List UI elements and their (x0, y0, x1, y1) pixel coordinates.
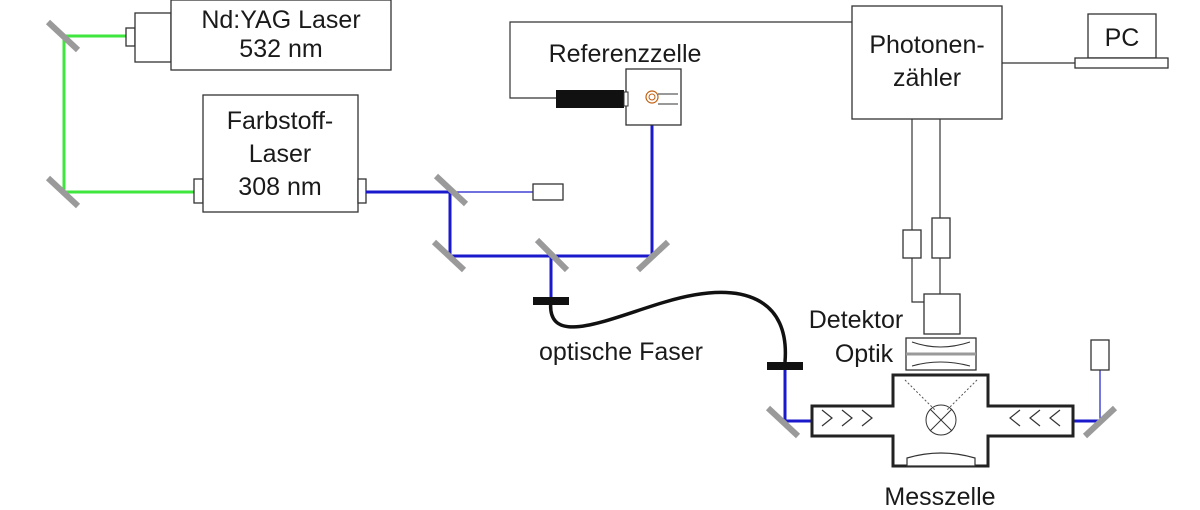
mirror-green-top (45, 19, 81, 53)
optics-label: Optik (835, 340, 894, 368)
mirror-2 (431, 239, 467, 273)
dye-label-line3: 308 nm (238, 173, 321, 201)
resistor-1 (902, 229, 922, 259)
mirror-green-bottom (45, 175, 81, 209)
fiber-coupler-top (533, 297, 569, 305)
pc-label: PC (1105, 24, 1140, 52)
blue-beam-main (366, 120, 654, 258)
measurement-cell-label: Messzelle (884, 483, 995, 510)
ndyag-laser: Nd:YAG Laser 532 nm (125, 0, 392, 71)
measurement-cell: Messzelle (810, 373, 1075, 510)
photon-counter-label-line1: Photonen- (869, 31, 984, 59)
wire-reference-to-counter (509, 21, 852, 99)
monitor-detector (1090, 339, 1110, 371)
fiber-coupler-bottom (767, 362, 803, 370)
mirror-3 (635, 239, 671, 273)
mirror-cell-left (765, 405, 801, 439)
dye-label-line1: Farbstoff- (227, 107, 334, 135)
reference-cell-label: Referenzzelle (549, 40, 702, 68)
green-beam (62, 34, 194, 194)
reference-pmt (556, 90, 624, 108)
photon-counter-label-line2: zähler (893, 64, 961, 92)
ndyag-label-line2: 532 nm (239, 35, 322, 63)
pc: PC (1074, 13, 1169, 69)
fiber-label: optische Faser (539, 338, 703, 366)
mirror-cell-right (1082, 405, 1118, 439)
detector-label: Detektor (809, 306, 903, 334)
resistor-2 (931, 217, 951, 259)
detector: Detektor Optik (809, 293, 977, 371)
reference-cell: Referenzzelle (549, 40, 702, 126)
mirror-1 (433, 173, 469, 207)
dye-laser: Farbstoff- Laser 308 nm (193, 94, 367, 213)
beam-splitter (534, 237, 570, 273)
wire-detector-3 (911, 258, 924, 303)
pickoff-detector (532, 183, 564, 201)
optical-fiber (549, 290, 788, 363)
dye-label-line2: Laser (249, 140, 312, 168)
ndyag-label-line1: Nd:YAG Laser (201, 6, 360, 34)
photon-counter: Photonen- zähler (851, 5, 1003, 120)
